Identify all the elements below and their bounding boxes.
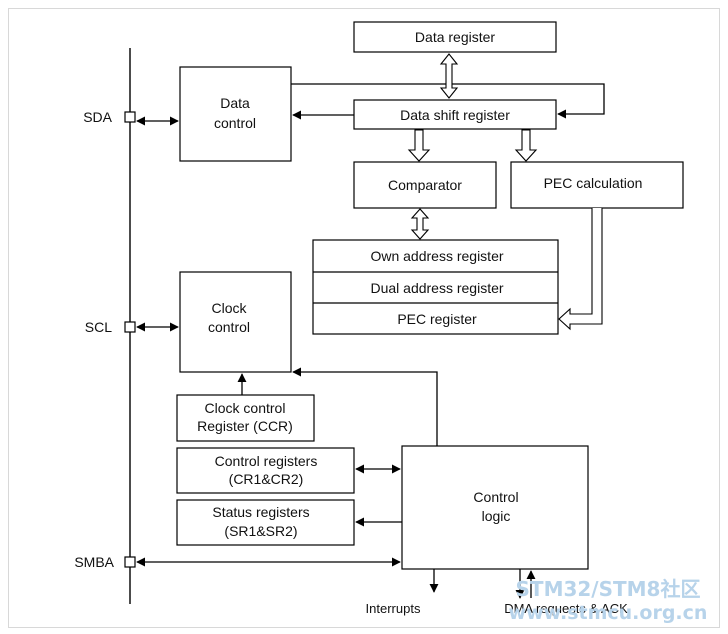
data-register-shift-hollow-arrow — [439, 53, 459, 99]
control-logic-label-2: logic — [482, 508, 511, 524]
comparator-box — [353, 161, 497, 209]
sda-pin — [124, 111, 136, 123]
shift-to-pec-calc-hollow-arrow — [514, 129, 538, 162]
scl-label: SCL — [85, 319, 112, 335]
data-control-label-1: Data — [220, 95, 250, 111]
pec-calculation-box — [510, 161, 684, 209]
data-shift-register-box — [353, 99, 557, 130]
control-logic-to-clock-control-arrow — [292, 367, 438, 446]
pec-register-label: PEC register — [397, 311, 477, 327]
clock-control-register-label-2: Register (CCR) — [197, 418, 293, 434]
data-register-box — [353, 21, 557, 53]
own-address-register-label: Own address register — [370, 248, 503, 264]
shift-to-comparator-hollow-arrow — [407, 129, 431, 162]
interrupts-label: Interrupts — [366, 601, 421, 616]
clock-control-box — [179, 271, 292, 373]
data-register-label: Data register — [415, 29, 495, 45]
control-registers-box — [176, 447, 355, 494]
watermark-line-1: STM32/STM8社区 — [516, 577, 701, 601]
status-registers-box — [176, 499, 355, 546]
control-registers-label-1: Control registers — [215, 453, 318, 469]
status-registers-label-1: Status registers — [212, 504, 309, 520]
comparator-label: Comparator — [388, 177, 462, 193]
pec-calculation-label: PEC calculation — [544, 175, 643, 191]
scl-pin — [124, 321, 136, 333]
control-logic-box — [401, 445, 589, 570]
clock-control-register-box — [176, 394, 315, 442]
sda-label: SDA — [83, 109, 112, 125]
dual-address-register-label: Dual address register — [370, 280, 503, 296]
watermark-line-2: www.stmcu.org.cn — [509, 602, 708, 624]
control-registers-label-2: (CR1&CR2) — [229, 471, 304, 487]
clock-control-label-2: control — [208, 319, 250, 335]
comparator-address-hollow-arrow — [410, 208, 430, 240]
clock-control-label-1: Clock — [211, 300, 247, 316]
smba-label: SMBA — [74, 554, 114, 570]
data-shift-register-label: Data shift register — [400, 107, 510, 123]
address-register-group-box — [312, 239, 559, 335]
control-logic-label-1: Control — [473, 489, 518, 505]
pec-calc-to-pec-register-hollow-arrow — [558, 208, 603, 331]
dma-requests-label: DMA requests & ACK — [504, 601, 628, 616]
clock-control-register-label-1: Clock control — [205, 400, 286, 416]
data-control-box — [179, 66, 292, 162]
data-control-label-2: control — [214, 115, 256, 131]
status-registers-label-2: (SR1&SR2) — [224, 523, 297, 539]
smba-pin — [124, 556, 136, 568]
